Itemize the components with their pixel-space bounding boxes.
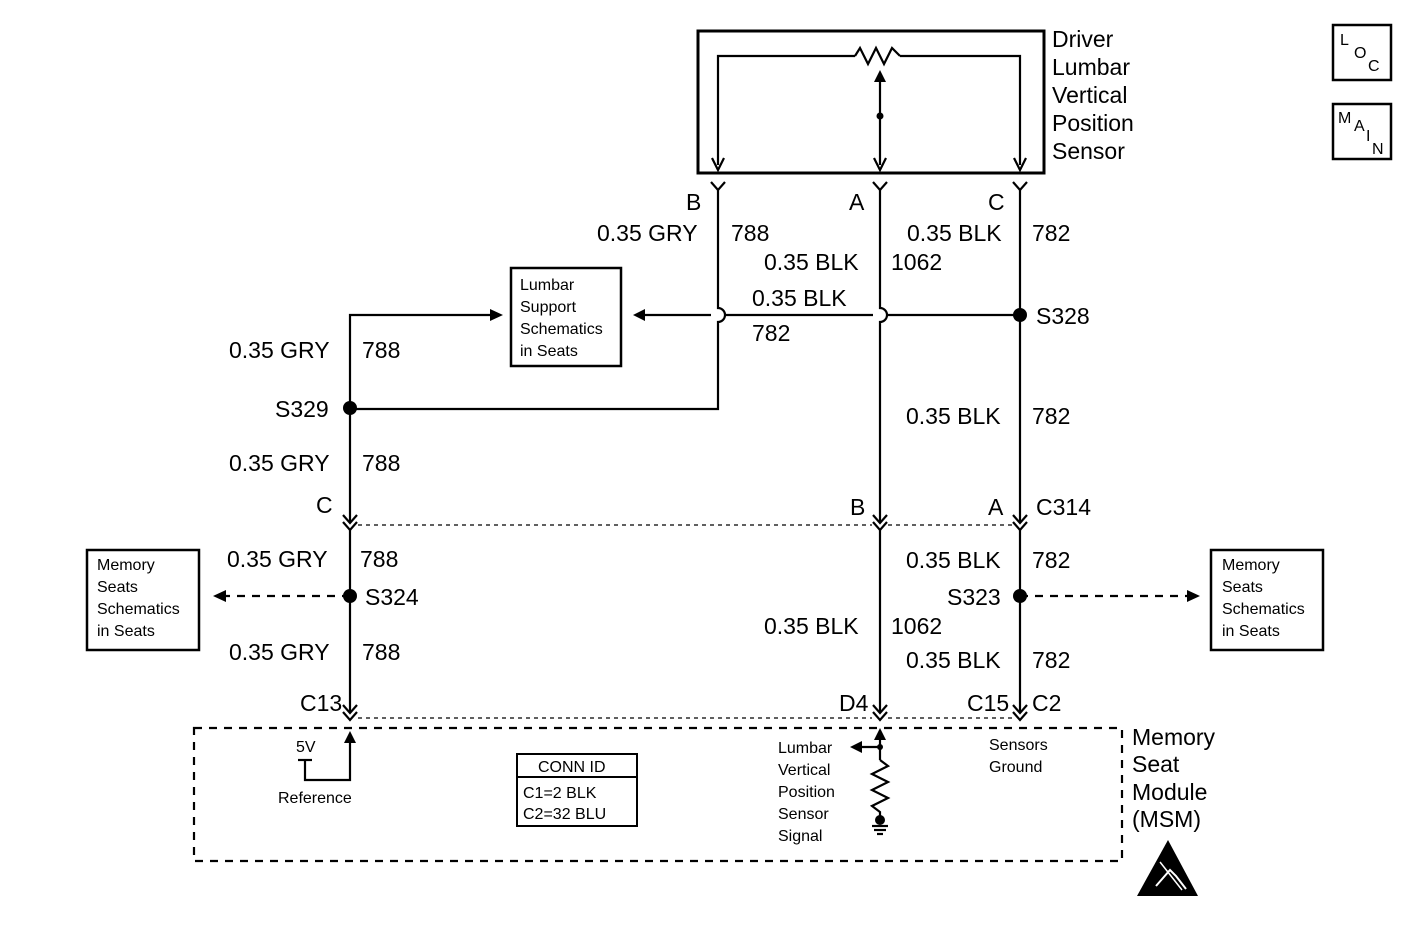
circuit-number: 788 [362,450,400,476]
s328-label: S328 [1036,303,1090,329]
wire-label: 0.35 BLK [752,285,847,311]
circuit-number: 788 [731,220,769,246]
svg-text:O: O [1354,45,1366,62]
lumbar-position-sensor [696,29,1046,175]
wire-label: 0.35 BLK [906,647,1001,673]
svg-text:in Seats: in Seats [1222,623,1280,640]
svg-text:N: N [1372,141,1384,158]
esd-warning-icon [1137,840,1198,896]
pin-a-label: A [849,189,865,215]
splice-s328 [1013,308,1027,322]
pin-c-label: C [988,189,1005,215]
svg-text:Schematics: Schematics [1222,601,1305,618]
s329-label: S329 [275,396,329,422]
wire-label: 0.35 BLK [906,403,1001,429]
svg-text:Seats: Seats [97,579,138,596]
circuit-number: 782 [752,320,790,346]
svg-text:Schematics: Schematics [520,321,603,338]
svg-text:Schematics: Schematics [97,601,180,618]
msm-module-boundary [192,726,1124,863]
wire-label: 0.35 GRY [597,220,698,246]
svg-text:C2=32 BLU: C2=32 BLU [523,806,606,823]
lumbar-support-schematics-link[interactable]: Lumbar Support Schematics in Seats [509,266,623,368]
svg-text:C1=2 BLK: C1=2 BLK [523,785,597,802]
circuit-number: 782 [1032,647,1070,673]
svg-text:Memory: Memory [97,557,155,574]
sensor-signal-label: Lumbar Vertical Position Sensor Signal [778,740,839,845]
msm-pin-d4: D4 [839,690,869,716]
circuit-number: 788 [362,639,400,665]
wire-label: 0.35 BLK [764,249,859,275]
wire-label: 0.35 BLK [764,613,859,639]
sensor-connector-pins [710,181,1028,192]
sensor-signal-circuit [850,728,891,836]
msm-pin-c15: C15 [967,690,1009,716]
circuit-number: 1062 [891,249,942,275]
circuit-number: 788 [360,546,398,572]
msm-pin-c13: C13 [300,690,342,716]
wire-788-left-top [348,313,498,522]
sensors-ground-label: Sensors Ground [989,737,1052,776]
loc-button[interactable]: L O C [1331,23,1393,82]
splice-s329 [343,401,357,415]
s324-label: S324 [365,584,419,610]
circuit-number: 782 [1032,403,1070,429]
msm-title: Memory Seat Module (MSM) [1132,724,1221,832]
svg-text:Seats: Seats [1222,579,1263,596]
msm-connector [342,704,1028,722]
c314-id: C314 [1036,494,1091,520]
wire-label: 0.35 BLK [907,220,1002,246]
wire-label: 0.35 GRY [229,337,330,363]
svg-text:CONN ID: CONN ID [538,759,606,776]
c314-pin-c: C [316,492,333,518]
svg-text:in Seats: in Seats [520,343,578,360]
circuit-number: 782 [1032,547,1070,573]
wire-label: 0.35 GRY [227,546,328,572]
wire-788-b [350,190,727,411]
svg-text:I: I [1366,128,1370,145]
circuit-number: 1062 [891,613,942,639]
five-volt-label: 5V [296,739,316,756]
five-volt-reference-circuit [298,731,356,782]
svg-text:in Seats: in Seats [97,623,155,640]
svg-text:M: M [1338,110,1351,127]
svg-text:A: A [1354,118,1365,135]
wire-1062-center [878,190,889,522]
svg-text:L: L [1340,32,1349,49]
sensor-title: Driver Lumbar Vertical Position Sensor [1052,26,1140,164]
svg-text:Support: Support [520,299,577,316]
wire-label: 0.35 GRY [229,450,330,476]
splice-s323 [1013,589,1027,603]
wire-label: 0.35 BLK [906,547,1001,573]
svg-text:Lumbar: Lumbar [520,277,575,294]
main-button[interactable]: M A I N [1331,102,1393,161]
connector-c314 [342,514,1028,532]
svg-text:C: C [1368,58,1380,75]
msm-pin-c2: C2 [1032,690,1061,716]
pin-b-label: B [686,189,701,215]
c314-pin-b: B [850,494,865,520]
circuit-number: 788 [362,337,400,363]
memory-seats-schematics-link-right[interactable]: Memory Seats Schematics in Seats [1209,548,1325,652]
reference-label: Reference [278,790,352,807]
c314-pin-a: A [988,494,1004,520]
wire-label: 0.35 GRY [229,639,330,665]
memory-seats-schematics-link-left[interactable]: Memory Seats Schematics in Seats [85,548,201,652]
splice-s324 [343,589,357,603]
circuit-number: 782 [1032,220,1070,246]
conn-id-table: CONN ID C1=2 BLK C2=32 BLU [516,753,638,827]
s323-label: S323 [947,584,1001,610]
svg-text:Memory: Memory [1222,557,1280,574]
